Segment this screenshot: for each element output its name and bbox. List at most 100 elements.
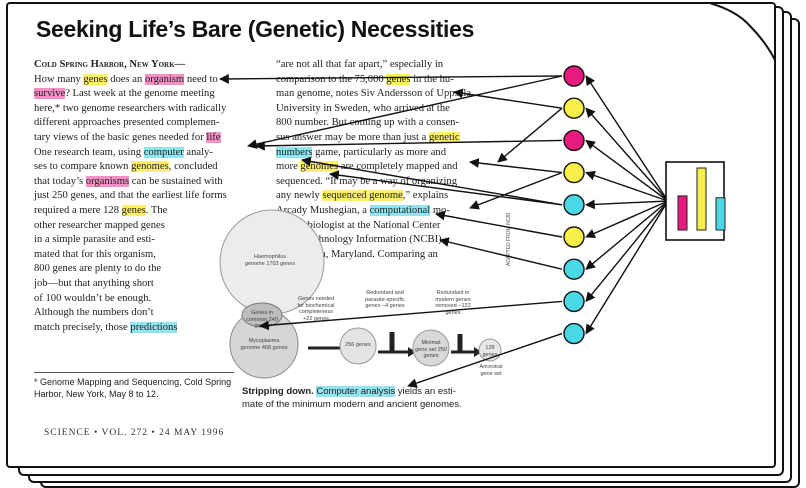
text-line: Although the numbers don’t	[34, 306, 274, 321]
topic-node	[563, 322, 585, 345]
text-line: Arcady Mushegian, a computational mo-	[276, 204, 526, 219]
256-genes-label: 256 genes	[345, 342, 371, 348]
text-segment: , concluded	[168, 161, 218, 173]
text-segment: job—but that anything short	[34, 277, 154, 289]
text-segment: in a simple parasite and esti-	[34, 234, 155, 246]
text-segment: in Bethesda, Maryland. Comparing an	[276, 248, 438, 260]
highlighted-term: survive	[34, 88, 66, 100]
text-segment: of 100 wouldn’t be enough.	[34, 292, 152, 304]
topic-node	[563, 226, 585, 248]
text-segment: ,” explains	[402, 190, 449, 202]
text-line: mated that for this organism,	[34, 248, 274, 263]
text-line: other researcher mapped genes	[34, 219, 274, 234]
256-genes-circle	[339, 327, 377, 365]
genome-figure	[219, 209, 502, 379]
highlighted-term: sequenced genome	[322, 190, 403, 202]
text-segment: required a mere 128	[34, 204, 122, 216]
node-to-term-arrow	[407, 332, 563, 388]
text-line: Cold Spring Harbor, New York—	[34, 58, 274, 73]
histogram-bar	[715, 197, 726, 231]
histogram-to-node-arrow	[585, 200, 669, 238]
caption-highlight: Computer analysis	[316, 386, 396, 397]
text-segment: analy-	[183, 146, 213, 158]
text-segment: Although the numbers don’t	[34, 307, 154, 319]
node-to-term-arrow	[453, 88, 563, 109]
text-segment: University in Sweden, who arrived at the	[276, 102, 450, 114]
histogram-to-node-arrow	[585, 200, 669, 335]
highlighted-term: genes	[386, 73, 411, 85]
histogram-to-node-arrow	[585, 107, 669, 202]
text-line: for Biotechnology Information (NCBI)	[276, 233, 526, 248]
redundant-label: Redundant and parasite-specific genes −4…	[365, 290, 405, 309]
caption-text-2: mate of the minimum modern and ancient g…	[242, 398, 462, 410]
histogram-to-node-arrow	[585, 199, 669, 210]
figure-caption: Stripping down. Computer analysis yields…	[242, 386, 462, 411]
text-line: 800 number. But coming up with a consen-	[276, 116, 526, 131]
highlighted-term: life	[206, 131, 221, 143]
text-segment: match precisely, those	[34, 321, 131, 333]
topic-node	[563, 65, 585, 87]
topic-node	[563, 290, 585, 313]
text-segment: ? Last week at the genome meeting	[65, 88, 215, 100]
highlighted-term: organism	[144, 73, 185, 85]
topic-node	[563, 258, 585, 280]
histogram-box	[665, 161, 725, 241]
text-segment: . The	[145, 204, 168, 216]
node-to-term-arrow	[329, 170, 563, 206]
caption-text-1: yields an esti-	[395, 386, 456, 397]
highlighted-term: genomes	[131, 161, 169, 173]
text-segment: here,* two genome researchers with radic…	[34, 102, 227, 114]
highlighted-term: genomes	[300, 161, 339, 173]
text-segment: How many	[34, 73, 84, 85]
topic-node	[563, 161, 585, 184]
footnote: * Genome Mapping and Sequencing, Cold Sp…	[34, 372, 234, 400]
ancestral-label: Ancestral gene set	[479, 364, 503, 377]
text-segment: does an	[107, 73, 145, 85]
text-segment: are completely mapped and	[338, 161, 458, 173]
text-segment: 800 genes are plenty to do the	[34, 263, 162, 275]
mycoplasma-label: Mycoplasma genome 468 genes	[240, 338, 288, 351]
journal-footer: SCIENCE • VOL. 272 • 24 MAY 1996	[44, 428, 225, 438]
text-line: just 250 genes, and that the earliest li…	[34, 189, 274, 204]
topic-node	[563, 97, 585, 119]
topic-node	[563, 129, 585, 152]
text-line: sus answer may be more than just a genet…	[276, 131, 526, 146]
text-line: lecular biologist at the National Center	[276, 219, 526, 234]
dateline: Cold Spring Harbor, New York—	[34, 59, 186, 70]
text-line: ses to compare known genomes, concluded	[34, 160, 274, 175]
text-segment: can be sustained with	[129, 175, 223, 187]
node-to-term-arrow	[469, 158, 563, 174]
text-segment: Arcady Mushegian, a	[276, 204, 370, 216]
text-line: One research team, using computer analy-	[34, 146, 274, 161]
highlighted-term: computational	[369, 204, 431, 216]
node-to-term-arrow	[259, 300, 563, 331]
text-line: man genome, notes Siv Andersson of Uppsa…	[276, 87, 526, 102]
minimal-gene-set-circle	[412, 329, 450, 367]
haemophilus-label: Haemophilus genome 1703 genes	[244, 254, 296, 267]
caption-bold: Stripping down.	[242, 386, 314, 397]
highlighted-term: genes	[83, 73, 108, 85]
highlighted-term: organisms	[85, 175, 130, 187]
histogram-bar	[696, 167, 707, 231]
text-line: numbers game, particularly as more and	[276, 146, 526, 161]
article-column-left: Cold Spring Harbor, New York— How many ge…	[34, 58, 274, 335]
text-line: How many genes does an organism need to	[34, 73, 274, 88]
text-line: job—but that anything short	[34, 277, 274, 292]
histogram-to-node-arrow	[585, 75, 669, 202]
text-line: required a mere 128 genes. The	[34, 204, 274, 219]
text-segment: tary views of the basic genes needed for	[34, 131, 207, 143]
histogram-to-node-arrow	[585, 170, 669, 202]
text-line: that today’s organisms can be sustained …	[34, 175, 274, 190]
text-line: comparison to the 75,000 genes in the hu…	[276, 73, 526, 88]
text-segment: that today’s	[34, 175, 86, 187]
histogram-to-node-arrow	[585, 200, 669, 303]
histogram-to-node-arrow	[585, 200, 669, 270]
node-to-term-arrow	[301, 156, 563, 206]
highlighted-term: predictions	[130, 321, 178, 333]
text-line: University in Sweden, who arrived at the	[276, 102, 526, 117]
node-to-term-arrow	[247, 75, 563, 149]
text-line: survive? Last week at the genome meeting	[34, 87, 274, 102]
article-column-right: “are not all that far apart,” especially…	[276, 58, 526, 262]
highlighted-term: computer	[143, 146, 184, 158]
